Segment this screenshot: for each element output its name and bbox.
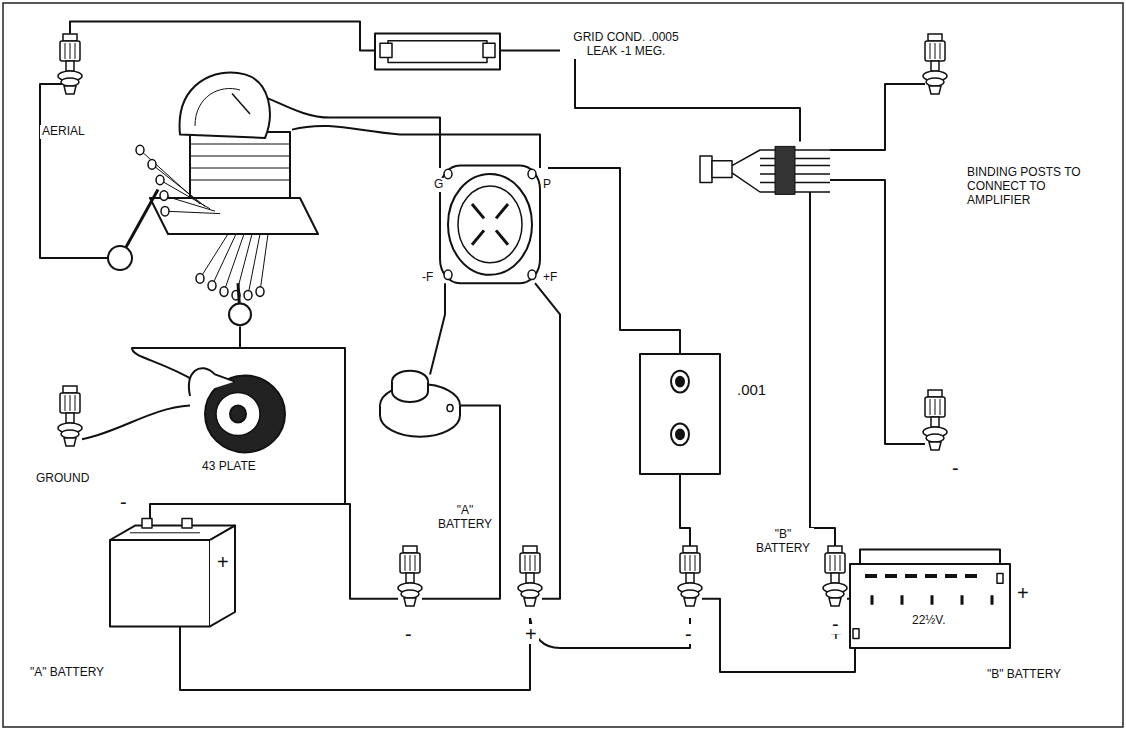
polarity-sign: - xyxy=(403,624,414,644)
tap-switch xyxy=(196,234,268,325)
wire xyxy=(500,50,800,141)
binding-post xyxy=(823,546,847,606)
part-label: "A" BATTERY xyxy=(28,666,106,680)
wire xyxy=(70,22,375,51)
wire xyxy=(680,474,690,546)
tube-socket xyxy=(440,166,540,284)
dry-battery xyxy=(850,564,1010,648)
part-label: 43 PLATE xyxy=(200,460,258,474)
grid-condenser xyxy=(375,34,500,70)
polarity-sign: - xyxy=(118,492,129,512)
wire xyxy=(40,84,108,258)
wire xyxy=(430,283,445,374)
phone-jack xyxy=(700,146,830,194)
tuning-coil xyxy=(150,72,318,234)
wire xyxy=(548,168,680,372)
tap-switch xyxy=(108,145,220,270)
terminal-label: "A" BATTERY xyxy=(434,504,496,532)
polarity-sign: + xyxy=(215,552,231,572)
wire xyxy=(830,84,925,150)
note-label: GRID COND. .0005 LEAK -1 MEG. xyxy=(560,31,692,59)
note-label: BINDING POSTS TO CONNECT TO AMPLIFIER xyxy=(965,166,1087,207)
wire xyxy=(810,192,835,546)
binding-post xyxy=(678,546,702,606)
storage-battery xyxy=(110,518,235,626)
terminal-label: "B" BATTERY xyxy=(752,528,814,556)
polarity-sign: + xyxy=(523,624,539,644)
voltage-label: 22½V. xyxy=(910,614,948,626)
pin-label: +F xyxy=(541,271,559,285)
polarity-sign: - xyxy=(683,624,694,644)
frame xyxy=(3,3,1123,727)
terminal-label: GROUND xyxy=(34,472,91,486)
binding-post xyxy=(923,34,947,94)
polarity-sign: + xyxy=(1015,583,1031,603)
binding-post xyxy=(58,386,82,446)
wire xyxy=(82,406,190,440)
binding-post xyxy=(398,546,422,606)
wire xyxy=(292,126,540,168)
wire xyxy=(535,283,560,599)
variable-condenser xyxy=(189,368,285,452)
binding-posts xyxy=(58,34,947,606)
fixed-condenser xyxy=(640,354,720,474)
polarity-sign: - xyxy=(830,614,841,634)
pin-label: G xyxy=(432,178,445,192)
value-label: .001 xyxy=(735,382,768,397)
wire xyxy=(702,599,855,672)
part-label: "B" BATTERY xyxy=(985,668,1063,682)
polarity-sign: - xyxy=(950,458,961,478)
binding-post xyxy=(923,390,947,450)
pin-label: -F xyxy=(420,271,435,285)
wire xyxy=(180,618,530,690)
binding-post xyxy=(58,34,82,94)
rheostat xyxy=(380,371,460,437)
binding-post xyxy=(518,546,542,606)
terminal-label: AERIAL xyxy=(40,125,87,139)
pin-label: P xyxy=(541,178,553,192)
wire xyxy=(530,618,690,648)
wire xyxy=(830,180,925,444)
